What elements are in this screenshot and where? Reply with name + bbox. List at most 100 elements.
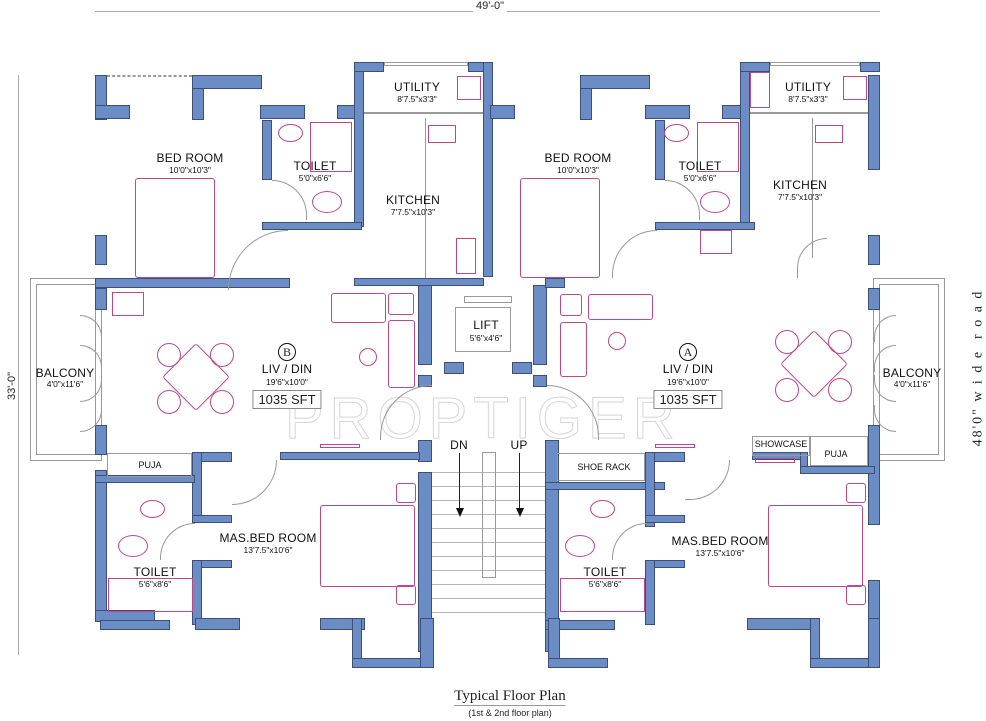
door[interactable] (612, 230, 657, 278)
door[interactable] (665, 180, 700, 220)
wall (95, 278, 290, 288)
nightstand-icon (396, 483, 416, 503)
balcony-b-size: 4'0"x11'6" (46, 379, 84, 389)
sink-icon (278, 124, 303, 142)
window (770, 62, 860, 66)
master-bed-b-name: MAS.BED ROOM (219, 531, 317, 545)
bed-icon (320, 505, 415, 587)
wall (545, 482, 665, 490)
wall (418, 285, 432, 365)
shower-icon (697, 122, 739, 172)
wall (655, 120, 665, 180)
washing-machine-icon (843, 76, 867, 100)
balcony-b-name: BALCONY (35, 366, 95, 380)
wall (868, 425, 880, 525)
living-a-name: LIV / DIN (662, 362, 714, 376)
wall (645, 452, 655, 527)
sofa-icon (388, 320, 415, 388)
wall (645, 560, 655, 625)
sofa-icon (560, 294, 582, 316)
toilet-b-top-name: TOILET (293, 159, 337, 173)
hob-icon (815, 125, 843, 143)
tv-unit-icon (655, 444, 695, 448)
utility-b-size: 8'7.5"x3'3" (397, 94, 437, 104)
nightstand-icon (396, 585, 416, 605)
chair-icon (210, 343, 234, 367)
master-bed-a-size: 13'7.5"x10'6" (695, 548, 745, 558)
plan-title: Typical Floor Plan (454, 688, 566, 706)
wall (868, 618, 880, 668)
balcony-a-name: BALCONY (882, 366, 942, 380)
shower-icon (310, 122, 352, 172)
puja-b-name: PUJA (138, 460, 162, 470)
balcony-a-size: 4'0"x11'6" (893, 379, 931, 389)
chair-icon (828, 378, 852, 402)
hob-icon (428, 125, 456, 143)
shoe-rack-box (557, 453, 645, 481)
wall (260, 105, 305, 119)
bedroom-a-name: BED ROOM (544, 151, 612, 165)
chair-icon (157, 390, 181, 414)
toilet-b-bottom-size: 5'6"x8'6" (138, 579, 172, 589)
master-bed-a-name: MAS.BED ROOM (671, 534, 769, 548)
wall (95, 105, 130, 119)
kitchen-b-name: KITCHEN (385, 193, 441, 207)
unit-b-marker: B (278, 343, 296, 361)
wall (280, 452, 420, 460)
stair-up-arrow (516, 453, 524, 517)
wall (354, 62, 364, 227)
wc-icon (565, 535, 595, 557)
wall (483, 62, 493, 277)
door[interactable] (232, 460, 277, 505)
puja-a-name: PUJA (824, 449, 848, 459)
overall-width-label: 49'-0" (472, 0, 508, 12)
road-label: 48'0" w i d e r o a d (970, 289, 986, 447)
toilet-b-bottom-name: TOILET (133, 565, 177, 579)
door[interactable] (612, 523, 647, 560)
wall (533, 285, 547, 365)
wall (533, 375, 547, 387)
coffee-table-icon (608, 332, 626, 350)
table-icon (700, 230, 732, 254)
bedroom-b-size: 10'0"x10'3" (169, 165, 211, 175)
door[interactable] (272, 180, 307, 220)
wall (645, 515, 685, 523)
wall (354, 62, 384, 72)
wall (548, 658, 608, 668)
tv-unit-icon (320, 444, 360, 448)
wall (444, 362, 464, 374)
bedroom-a-size: 10'0"x10'3" (557, 165, 599, 175)
wall (512, 362, 532, 374)
door[interactable] (228, 230, 288, 290)
showcase-name: SHOWCASE (754, 439, 808, 449)
wall (420, 618, 434, 668)
wall (580, 75, 650, 89)
wall (95, 235, 107, 265)
staircase (432, 452, 545, 647)
kitchen-sink-icon (750, 72, 770, 108)
wall (418, 440, 432, 462)
kitchen-b-size: 7'7.5"x10'3" (390, 207, 436, 217)
utility-a-name: UTILITY (784, 80, 832, 94)
chair-icon (828, 330, 852, 354)
kitchen-counter-a (812, 118, 868, 258)
wall (868, 235, 880, 265)
kitchen-a-size: 7'7.5"x10'3" (777, 192, 823, 202)
wall (655, 222, 755, 230)
utility-b-name: UTILITY (393, 80, 441, 94)
door[interactable] (685, 460, 730, 500)
wall (868, 75, 880, 170)
chair-icon (775, 330, 799, 354)
stair-down-arrow (456, 453, 464, 517)
door[interactable] (797, 238, 827, 278)
door[interactable] (160, 523, 195, 560)
master-bed-b-size: 13'7.5"x10'6" (243, 545, 293, 555)
puja-a-box (810, 436, 868, 466)
stair-up-label: UP (510, 438, 528, 452)
wall (545, 620, 615, 630)
lift-name: LIFT (473, 318, 499, 332)
wall (192, 560, 202, 625)
wall (860, 62, 880, 72)
sofa-icon (560, 322, 587, 377)
sofa-icon (588, 294, 653, 320)
